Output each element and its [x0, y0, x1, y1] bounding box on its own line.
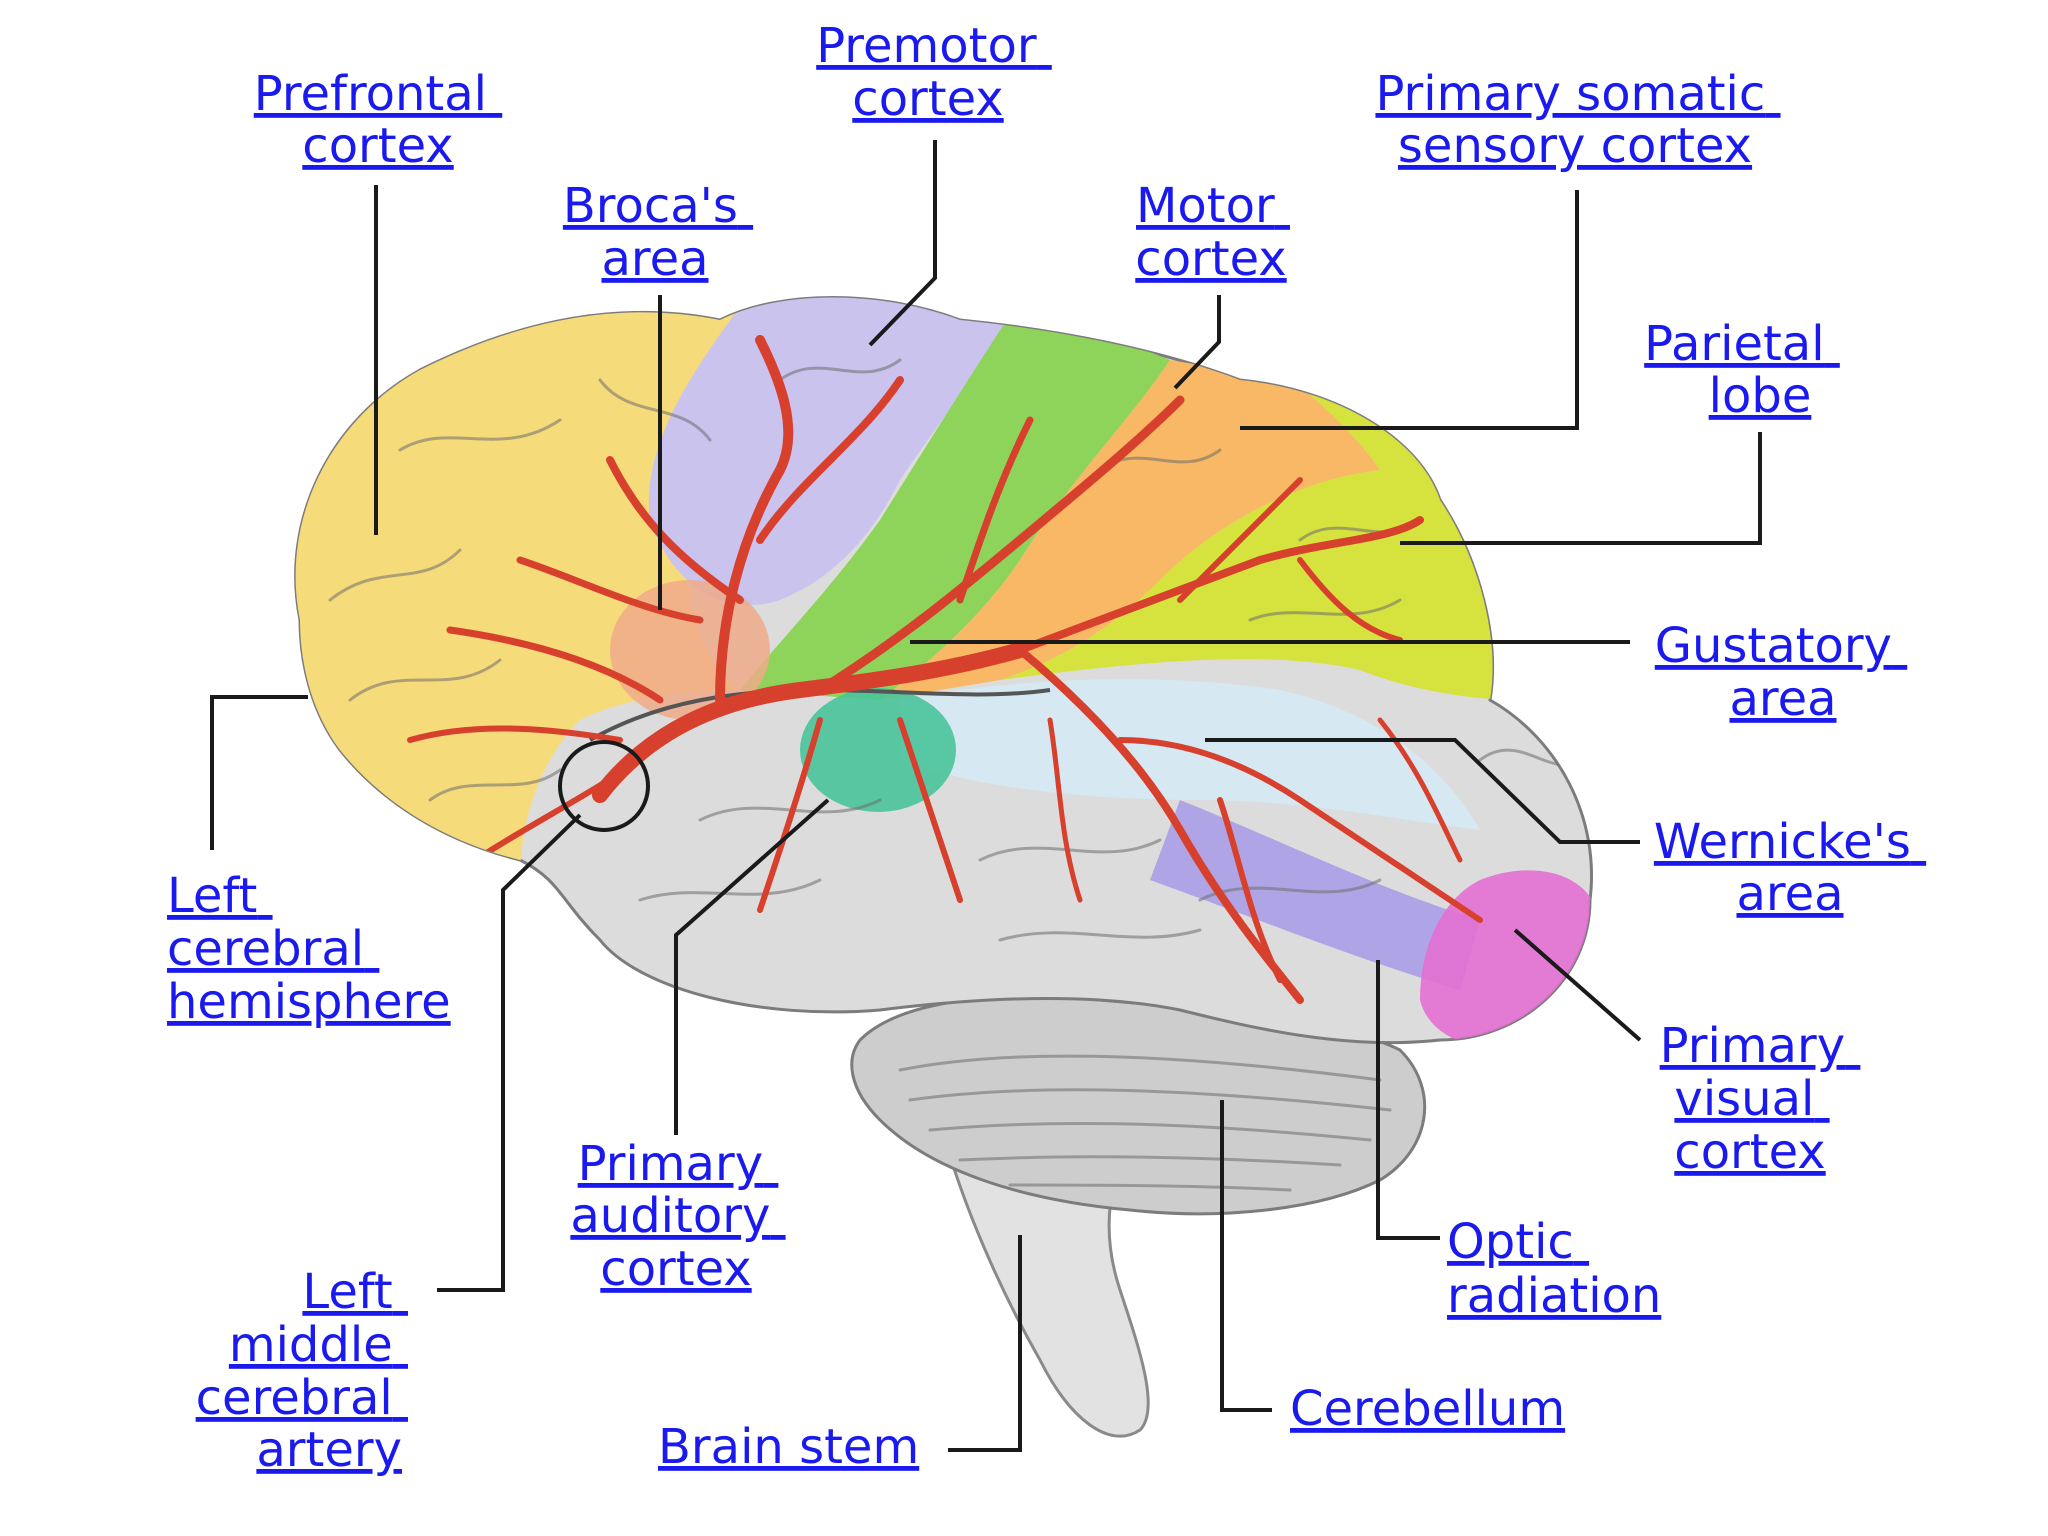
premotor-cortex-region [648, 297, 1020, 606]
label-cerebellum[interactable]: Cerebellum [1290, 1381, 1565, 1437]
label-primary-auditory-cortex[interactable]: Primary auditory cortex [570, 1136, 785, 1297]
leader-lines [210, 140, 1762, 1452]
motor-cortex-region [740, 300, 1170, 700]
labels: Prefrontal cortex Premotor cortex Primar… [167, 18, 1926, 1478]
leader-primary-visual-cortex [1513, 928, 1642, 1042]
leader-optic-radiation [1376, 960, 1440, 1240]
label-parietal-lobe[interactable]: Parietal lobe [1644, 316, 1840, 424]
label-brain-stem[interactable]: Brain stem [658, 1419, 919, 1475]
leader-parietal-lobe [1400, 432, 1762, 545]
somatic-sensory-cortex-region [880, 360, 1380, 700]
label-primary-visual-cortex[interactable]: Primary visual cortex [1660, 1018, 1861, 1180]
label-prefrontal-cortex[interactable]: Prefrontal cortex [254, 66, 503, 174]
leader-primary-auditory-cortex [674, 798, 830, 1135]
label-left-middle-cerebral-artery[interactable]: Left middle cerebral artery [196, 1264, 408, 1478]
leader-motor-cortex [1173, 295, 1221, 390]
artery-origin-marker [558, 740, 650, 832]
leader-left-middle-cerebral-artery [437, 813, 582, 1292]
leader-primary-somatic-sensory-cortex [1240, 190, 1579, 430]
leader-brain-stem [948, 1235, 1022, 1452]
label-gustatory-area[interactable]: Gustatory area [1655, 618, 1907, 727]
leader-wernickes-area [1205, 738, 1640, 844]
label-brocas-area[interactable]: Broca's area [563, 178, 753, 287]
frontal-lobe-region [295, 297, 760, 900]
leader-left-cerebral-hemisphere [210, 695, 308, 850]
label-motor-cortex[interactable]: Motor cortex [1135, 178, 1290, 287]
wernickes-area-region [900, 679, 1480, 830]
label-wernickes-area[interactable]: Wernicke's area [1654, 814, 1926, 922]
label-primary-somatic-sensory-cortex[interactable]: Primary somatic sensory cortex [1375, 66, 1780, 174]
leader-premotor-cortex [868, 140, 937, 347]
label-premotor-cortex[interactable]: Premotor cortex [816, 18, 1052, 127]
label-optic-radiation[interactable]: Optic radiation [1447, 1214, 1661, 1324]
primary-auditory-cortex-region [800, 688, 956, 812]
brain-illustration [294, 296, 1593, 1438]
parietal-lobe-region [1000, 380, 1520, 700]
leader-cerebellum [1220, 1100, 1272, 1412]
middle-cerebral-artery-vessels [407, 335, 1483, 1004]
label-left-cerebral-hemisphere[interactable]: Left cerebral hemisphere [167, 868, 451, 1030]
